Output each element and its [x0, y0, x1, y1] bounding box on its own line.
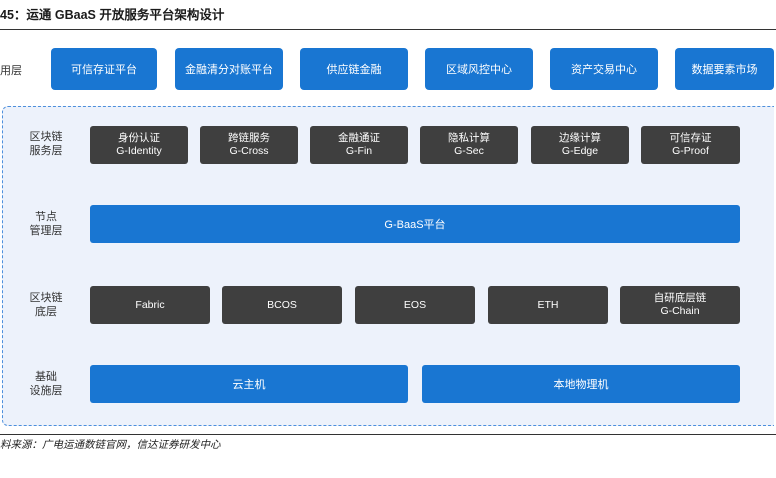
service-identity: 身份认证 G-Identity — [90, 126, 188, 164]
application-layer-label: 用层 — [0, 65, 22, 77]
service-layer-label-line1: 区块链 — [29, 131, 63, 143]
service-sec-en: G-Sec — [454, 145, 484, 157]
base-fabric-label: Fabric — [135, 298, 165, 311]
title-rule — [0, 29, 776, 30]
app-item-clearing-reconciliation: 金融清分对账平台 — [175, 48, 283, 90]
service-edge-computing: 边缘计算 G-Edge — [531, 126, 629, 164]
service-cross-chain: 跨链服务 G-Cross — [200, 126, 298, 164]
node-layer-label-line2: 管理层 — [29, 225, 63, 237]
service-fin-cn: 金融通证 — [338, 132, 380, 144]
service-cross-en: G-Cross — [229, 145, 269, 157]
service-identity-en: G-Identity — [116, 145, 162, 157]
base-fabric: Fabric — [90, 286, 210, 324]
node-layer-label-line1: 节点 — [35, 211, 57, 223]
source-note: 料来源：广电运通数链官网，信达证券研发中心 — [0, 439, 221, 451]
app-item-supply-chain-finance: 供应链金融 — [300, 48, 408, 90]
node-layer-label: 节点 管理层 — [10, 210, 82, 238]
app-item-regional-risk-center: 区域风控中心 — [425, 48, 533, 90]
base-bcos-label: BCOS — [267, 298, 297, 311]
app-item-trusted-evidence: 可信存证平台 — [51, 48, 157, 90]
infra-layer-label: 基础 设施层 — [10, 370, 82, 398]
infra-cloud-host: 云主机 — [90, 365, 408, 403]
base-eos-label: EOS — [403, 298, 427, 311]
service-sec-cn: 隐私计算 — [448, 132, 490, 144]
app-item-data-element-market: 数据要素市场 — [675, 48, 774, 90]
base-eos: EOS — [355, 286, 475, 324]
base-g-chain: 自研底层链 G-Chain — [620, 286, 740, 324]
service-proof-cn: 可信存证 — [669, 132, 712, 144]
base-bcos: BCOS — [222, 286, 342, 324]
figure-title: 45：运通 GBaaS 开放服务平台架构设计 — [0, 8, 225, 22]
service-identity-cn: 身份认证 — [118, 132, 160, 144]
service-privacy-computing: 隐私计算 G-Sec — [420, 126, 518, 164]
service-layer-label-line2: 服务层 — [29, 145, 63, 157]
base-layer-label-line2: 底层 — [35, 306, 57, 318]
base-eth: ETH — [488, 286, 608, 324]
infra-local-physical-machine: 本地物理机 — [422, 365, 740, 403]
infra-layer-label-line1: 基础 — [35, 371, 57, 383]
app-item-asset-exchange-center: 资产交易中心 — [550, 48, 658, 90]
service-fin-en: G-Fin — [345, 145, 373, 157]
service-financial-token: 金融通证 G-Fin — [310, 126, 408, 164]
service-layer-label: 区块链 服务层 — [10, 130, 82, 158]
service-proof-en: G-Proof — [672, 145, 709, 157]
base-eth-label: ETH — [537, 298, 559, 311]
bottom-rule — [0, 434, 776, 435]
service-trusted-proof: 可信存证 G-Proof — [641, 126, 740, 164]
gbaas-platform-bar: G-BaaS平台 — [90, 205, 740, 243]
service-edge-cn: 边缘计算 — [559, 132, 601, 144]
base-gchain-en: G-Chain — [660, 305, 700, 317]
service-edge-en: G-Edge — [561, 145, 599, 157]
base-layer-label-line1: 区块链 — [29, 292, 63, 304]
infra-layer-label-line2: 设施层 — [29, 385, 63, 397]
base-gchain-cn: 自研底层链 — [653, 292, 707, 304]
service-cross-cn: 跨链服务 — [228, 132, 270, 144]
base-layer-label: 区块链 底层 — [10, 291, 82, 319]
